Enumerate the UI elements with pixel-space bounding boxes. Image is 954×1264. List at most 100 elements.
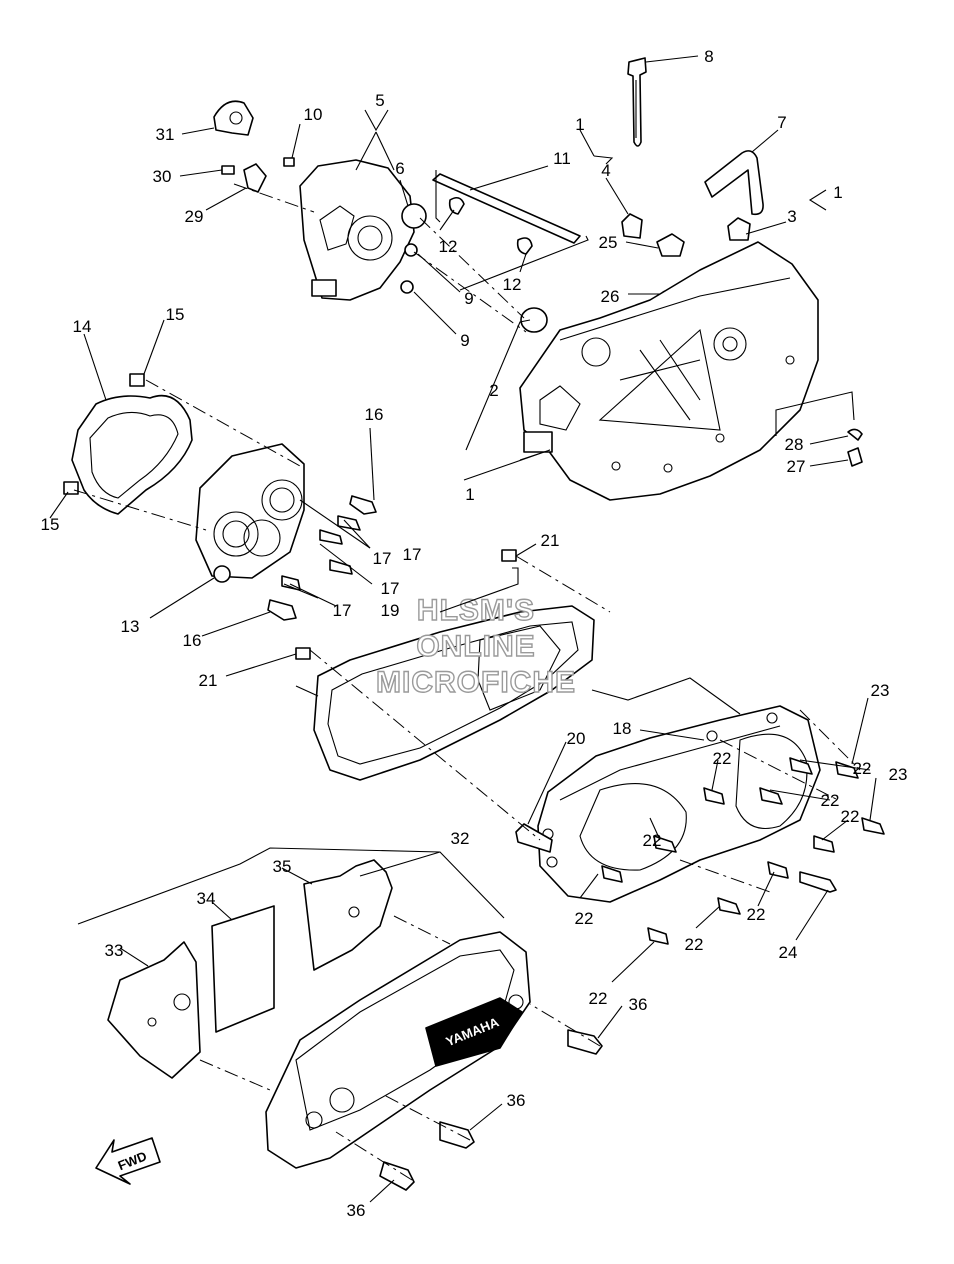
callout-22-f: 22 xyxy=(575,909,594,928)
callout-25: 25 xyxy=(599,233,618,252)
bolt-22g-part xyxy=(767,861,789,879)
callout-14: 14 xyxy=(73,317,92,336)
bolt-17a-part xyxy=(337,515,361,531)
callout-17-b: 17 xyxy=(403,545,422,564)
bolt-22d-part xyxy=(813,835,835,853)
callout-19: 19 xyxy=(381,601,400,620)
bolt-22a-part xyxy=(703,787,725,805)
bolt-22f-part xyxy=(601,865,623,883)
bolt-16a-part xyxy=(349,495,377,515)
bolt-22i-part xyxy=(647,927,669,945)
bolt-24-part xyxy=(799,871,837,893)
callout-23-lower: 23 xyxy=(889,765,908,784)
callout-15-lower: 15 xyxy=(41,515,60,534)
leader-lines xyxy=(49,55,877,1203)
callout-1-bottom: 1 xyxy=(465,485,474,504)
callout-16-upper: 16 xyxy=(365,405,384,424)
dowel-21b-part xyxy=(295,647,311,660)
screw-30-part xyxy=(221,165,235,175)
bolt-16b-part xyxy=(267,599,297,621)
dowel-15a-part xyxy=(129,373,145,387)
clip-12b-part xyxy=(516,237,533,255)
callout-1-right: 1 xyxy=(833,183,842,202)
callout-32: 32 xyxy=(451,829,470,848)
plate-34-part xyxy=(211,905,275,1033)
callout-18: 18 xyxy=(613,719,632,738)
bracket-29-part xyxy=(243,163,267,193)
bearing-cover-13-part xyxy=(195,443,305,583)
gasket-19-part xyxy=(313,605,595,781)
watermark-line-2: ONLINE xyxy=(416,630,535,663)
crankcase-left-part xyxy=(299,159,415,301)
plate-part xyxy=(213,100,254,136)
bolt-36b-part xyxy=(439,1121,475,1149)
plate-35-part xyxy=(303,859,393,971)
callout-9-upper: 9 xyxy=(464,289,473,308)
bushing-4-part xyxy=(621,213,643,239)
callout-22-c: 22 xyxy=(821,791,840,810)
dowel-21a-part xyxy=(501,549,517,562)
callout-20: 20 xyxy=(567,729,586,748)
callout-16-lower: 16 xyxy=(183,631,202,650)
callout-24: 24 xyxy=(779,943,798,962)
callout-36-right: 36 xyxy=(629,995,648,1014)
callout-36-bottom: 36 xyxy=(347,1201,366,1220)
callout-36-middle: 36 xyxy=(507,1091,526,1110)
crankcase-right-part xyxy=(519,241,819,501)
callout-10: 10 xyxy=(304,105,323,124)
dowel-15b-part xyxy=(63,481,79,495)
watermark-line-3: MICROFICHE xyxy=(376,666,576,699)
plate-33-part xyxy=(107,941,201,1079)
oil-seal-6-part xyxy=(401,203,427,229)
cable-tie-part xyxy=(627,57,647,147)
callout-22-h: 22 xyxy=(685,935,704,954)
shaft-part xyxy=(432,173,581,244)
callout-28: 28 xyxy=(785,435,804,454)
callout-30: 30 xyxy=(153,167,172,186)
callout-34: 34 xyxy=(197,889,216,908)
bolt-17c-part xyxy=(329,559,353,575)
callout-22-d: 22 xyxy=(841,807,860,826)
callout-33: 33 xyxy=(105,941,124,960)
callout-35: 35 xyxy=(273,857,292,876)
callout-22-b: 22 xyxy=(853,759,872,778)
gasket-14-part xyxy=(71,394,193,515)
callout-22-i: 22 xyxy=(589,989,608,1008)
callout-8: 8 xyxy=(704,47,713,66)
callout-27: 27 xyxy=(787,457,806,476)
callout-12-upper: 12 xyxy=(439,237,458,256)
bolt-23b-part xyxy=(861,817,885,835)
callout-12-lower: 12 xyxy=(503,275,522,294)
callout-17-c: 17 xyxy=(381,579,400,598)
callout-11: 11 xyxy=(553,149,571,168)
callout-1-top: 1 xyxy=(575,115,584,134)
callout-26: 26 xyxy=(601,287,620,306)
dowel-9b-part xyxy=(400,280,414,294)
bolt-22h-part xyxy=(717,897,741,915)
callout-6: 6 xyxy=(395,159,404,178)
callout-5: 5 xyxy=(375,91,384,110)
callout-4: 4 xyxy=(601,161,610,180)
alignment-lines xyxy=(73,183,861,1181)
screw-10-part xyxy=(283,157,295,167)
washer-28-part xyxy=(847,428,863,441)
bolt-27-part xyxy=(847,447,863,467)
callout-17-d: 17 xyxy=(333,601,352,620)
callout-3: 3 xyxy=(787,207,796,226)
callout-22-e: 22 xyxy=(643,831,662,850)
callout-9-lower: 9 xyxy=(460,331,469,350)
forward-direction-arrow-icon: FWD xyxy=(95,1137,161,1185)
callout-21-lower: 21 xyxy=(199,671,218,690)
dowel-9a-part xyxy=(404,243,418,257)
bolt-22c-part xyxy=(759,787,783,805)
callout-7: 7 xyxy=(777,113,786,132)
callout-21-upper: 21 xyxy=(541,531,560,550)
callout-15-upper: 15 xyxy=(166,305,185,324)
callout-17-a: 17 xyxy=(373,549,392,568)
bolt-22b-part xyxy=(789,757,813,775)
callout-13: 13 xyxy=(121,617,140,636)
bolt-36c-part xyxy=(379,1161,415,1191)
callout-29: 29 xyxy=(185,207,204,226)
